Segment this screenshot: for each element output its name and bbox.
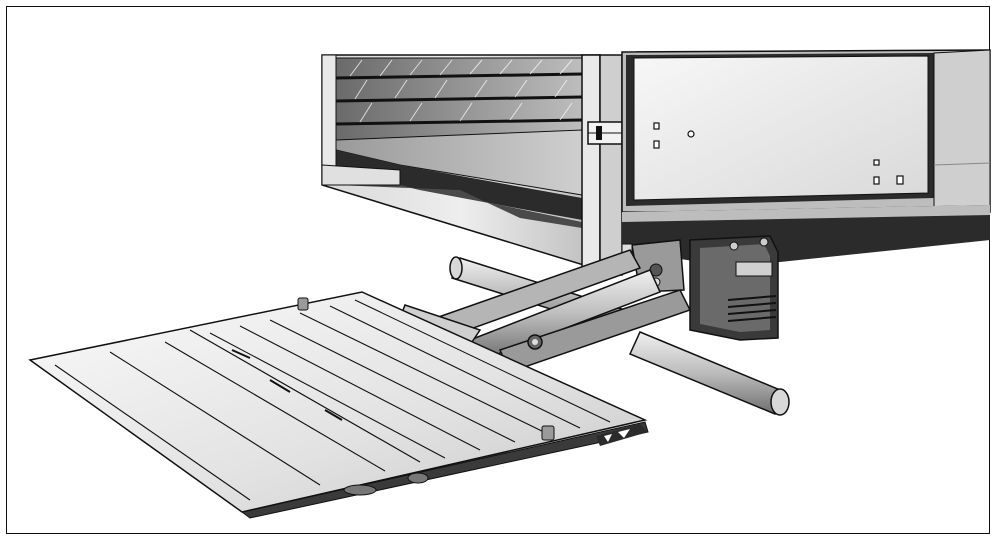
- rear-door-closed: [621, 49, 991, 262]
- frame-border: [6, 6, 990, 534]
- truck-cargo-interior: [321, 54, 601, 272]
- power-unit-box: [689, 235, 779, 341]
- liftgate-platform: [28, 291, 649, 519]
- door-frame-post: [581, 54, 623, 276]
- lift-arms: [399, 249, 692, 373]
- support-tube-front: [628, 331, 790, 416]
